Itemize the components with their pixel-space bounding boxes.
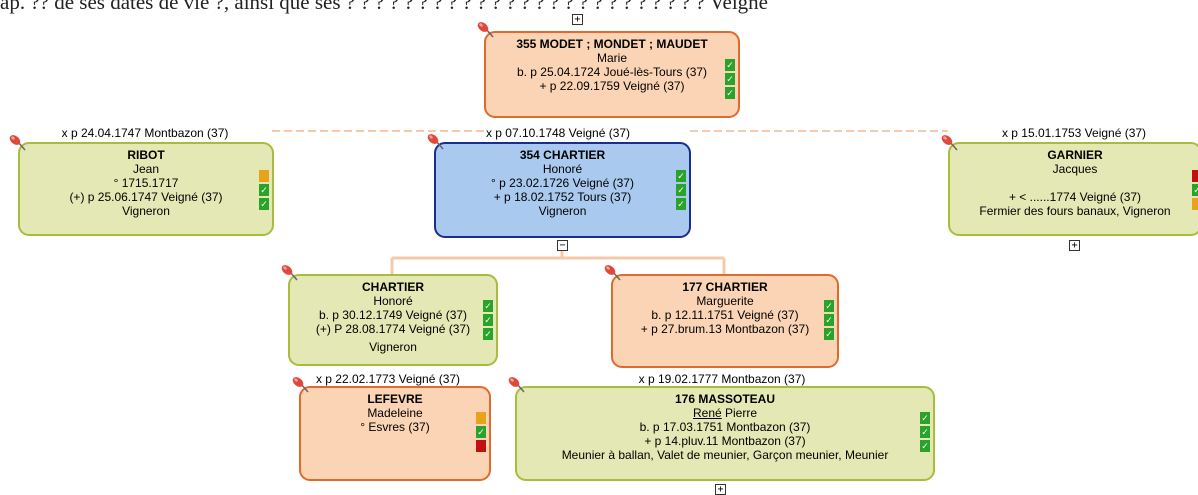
source-check-icon: ✓ [259,184,269,196]
source-check-icon: ✓ [725,59,735,71]
person-death: + p 22.09.1759 Veigné (37) [539,79,685,93]
source-check-icon: ✓ [920,412,930,424]
person-name: 354 CHARTIER [519,148,606,162]
person-first-name: Madeleine [367,406,423,420]
person-death: + p 27.brum.13 Montbazon (37) [640,322,810,336]
source-check-icon: ✓ [483,328,493,340]
person-first-name: Honoré [542,162,583,176]
source-check-icon: ✓ [725,73,735,85]
person-first-name: Honoré [373,294,413,308]
person-occupation: Vigneron [369,340,417,354]
source-check-icon: ✓ [1192,184,1198,196]
person-card-chartier-177[interactable]: 177 CHARTIER Marguerite b. p 12.11.1751 … [611,274,839,368]
person-card-garnier[interactable]: GARNIER Jacques + < ......1774 Veigné (3… [948,142,1198,236]
pin-icon[interactable] [8,133,26,151]
person-death: (+) P 28.08.1774 Veigné (37) [315,322,471,336]
marriage-label: x p 19.02.1777 Montbazon (37) [638,372,806,386]
source-check-icon: ✓ [824,300,834,312]
expand-toggle-garnier[interactable]: + [1069,240,1080,251]
person-birth: ° p 23.02.1726 Veigné (37) [491,176,634,190]
person-birth: b. p 17.03.1751 Montbazon (37) [639,420,811,434]
pin-icon[interactable] [476,20,494,38]
pin-icon[interactable] [603,263,621,281]
person-birth: b. p 25.04.1724 Joué-lès-Tours (37) [516,65,708,79]
person-death: (+) p 25.06.1747 Veigné (37) [69,190,223,204]
person-birth: b. p 12.11.1751 Veigné (37) [651,308,799,322]
person-death: + p 14.pluv.11 Montbazon (37) [644,434,806,448]
person-first-name: Marie [596,51,627,65]
person-occupation: Meunier à ballan, Valet de meunier, Garç… [561,448,889,462]
pin-icon[interactable] [280,263,298,281]
person-occupation: Vigneron [122,204,170,218]
source-check-icon: ✓ [676,184,686,196]
source-check-icon: ✓ [920,440,930,452]
pin-icon[interactable] [426,132,444,150]
person-name: CHARTIER [362,280,424,294]
expand-toggle-bottom[interactable]: + [715,484,726,495]
person-card-modet[interactable]: 355 MODET ; MONDET ; MAUDET Marie b. p 2… [484,31,740,118]
person-first-name: René [692,406,722,420]
marriage-label: x p 07.10.1748 Veigné (37) [485,126,631,140]
source-check-icon: ✓ [483,300,493,312]
pin-icon[interactable] [291,375,309,393]
marriage-label: x p 24.04.1747 Montbazon (37) [61,126,229,140]
person-death: + < ......1774 Veigné (37) [1008,190,1142,204]
person-name: 176 MASSOTEAU [674,392,776,406]
source-warning-icon [259,170,269,182]
source-check-icon: ✓ [476,426,486,438]
source-check-icon: ✓ [920,426,930,438]
person-card-chartier-honore[interactable]: CHARTIER Honoré b. p 30.12.1749 Veigné (… [288,274,498,366]
person-first-name: Marguerite [696,294,754,308]
pin-icon[interactable] [940,133,958,151]
marriage-label: x p 22.02.1773 Veigné (37) [315,372,461,386]
person-birth: b. p 30.12.1749 Veigné (37) [318,308,468,322]
person-first-name: Jacques [1052,162,1098,176]
person-birth: ° 1715.1717 [113,176,179,190]
person-middle-name: Pierre [721,406,758,420]
person-first-name: Jean [132,162,160,176]
source-warning-icon [476,412,486,424]
source-missing-icon [1192,170,1198,182]
source-missing-icon [476,440,486,452]
person-card-chartier-354[interactable]: 354 CHARTIER Honoré ° p 23.02.1726 Veign… [434,142,691,238]
top-text-fragment: ap. ?? de ses dates de vie ?, ainsi que … [0,0,768,14]
person-name: 177 CHARTIER [682,280,768,294]
collapse-toggle[interactable]: − [557,240,568,251]
person-name: LEFEVRE [367,392,423,406]
person-birth: ° Esvres (37) [360,420,430,434]
expand-toggle-top[interactable]: + [572,14,583,25]
source-check-icon: ✓ [676,198,686,210]
source-check-icon: ✓ [676,170,686,182]
person-occupation: Vigneron [538,204,587,218]
person-card-lefevre[interactable]: LEFEVRE Madeleine ° Esvres (37) ✓ [299,386,491,481]
source-warning-icon [1192,198,1198,210]
person-card-ribot[interactable]: RIBOT Jean ° 1715.1717 (+) p 25.06.1747 … [18,142,274,236]
person-name: 355 MODET ; MONDET ; MAUDET [516,37,708,51]
source-check-icon: ✓ [824,314,834,326]
person-name: RIBOT [127,148,165,162]
source-check-icon: ✓ [725,87,735,99]
person-death: + p 18.02.1752 Tours (37) [493,190,632,204]
source-check-icon: ✓ [483,314,493,326]
person-card-massoteau[interactable]: 176 MASSOTEAU René Pierre b. p 17.03.175… [515,386,935,481]
pin-icon[interactable] [507,375,525,393]
marriage-label: x p 15.01.1753 Veigné (37) [1001,126,1147,140]
source-check-icon: ✓ [824,328,834,340]
person-name: GARNIER [1047,148,1103,162]
source-check-icon: ✓ [259,198,269,210]
person-occupation: Fermier des fours banaux, Vigneron [979,204,1171,218]
